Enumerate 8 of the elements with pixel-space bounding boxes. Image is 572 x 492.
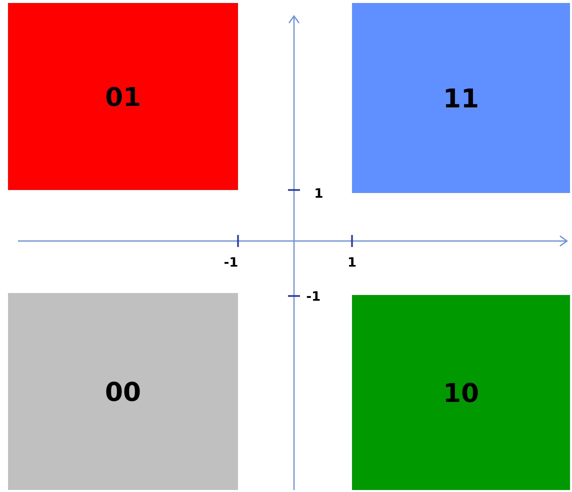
tick-label: -1 [306,291,320,301]
quadrant-box: 11 [352,3,570,193]
tick-label: -1 [224,257,238,267]
tick-label: 1 [348,257,356,267]
tick-label: 1 [316,188,322,198]
quadrant-box: 10 [352,295,570,490]
quadrant-box: 01 [8,3,238,190]
quadrant-box: 00 [8,293,238,490]
